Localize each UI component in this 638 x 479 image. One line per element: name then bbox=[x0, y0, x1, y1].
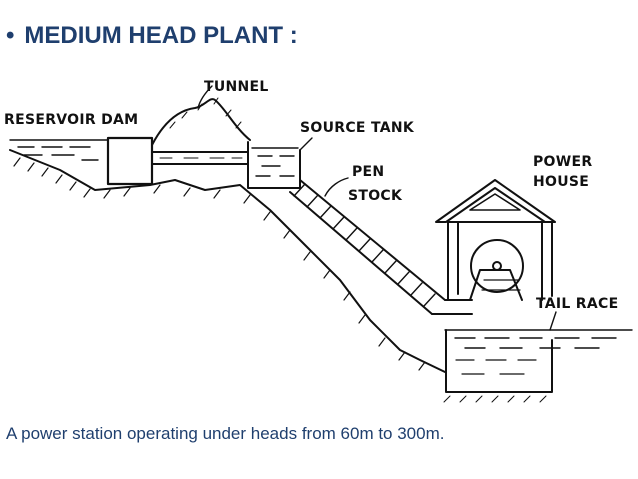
slide-title-text: MEDIUM HEAD PLANT : bbox=[24, 22, 298, 49]
slide-title: • MEDIUM HEAD PLANT : bbox=[6, 22, 298, 50]
tail-race-water bbox=[444, 329, 633, 349]
reservoir-water bbox=[9, 139, 109, 161]
label-reservoir-dam: RESERVOIR DAM bbox=[4, 112, 138, 128]
tunnel bbox=[151, 151, 249, 165]
label-power: POWER bbox=[533, 154, 592, 170]
tail-race-pit bbox=[445, 329, 553, 393]
reservoir-dam bbox=[106, 136, 154, 186]
label-stock: STOCK bbox=[348, 188, 403, 204]
turbine-casing bbox=[469, 269, 523, 301]
label-pen: PEN bbox=[352, 164, 384, 180]
bullet-dot-icon: • bbox=[6, 22, 15, 49]
ground-profile bbox=[9, 149, 446, 373]
turbine-wheel bbox=[470, 239, 524, 293]
slide-caption: A power station operating under heads fr… bbox=[6, 424, 445, 443]
label-source-tank: SOURCE TANK bbox=[300, 120, 415, 136]
penstock bbox=[289, 179, 446, 315]
label-house: HOUSE bbox=[533, 174, 589, 190]
power-house-walls bbox=[447, 221, 553, 301]
label-tunnel: TUNNEL bbox=[204, 79, 269, 95]
source-tank bbox=[247, 141, 301, 189]
label-tail-race: TAIL RACE bbox=[536, 296, 618, 312]
tunnel-hill bbox=[151, 98, 251, 146]
